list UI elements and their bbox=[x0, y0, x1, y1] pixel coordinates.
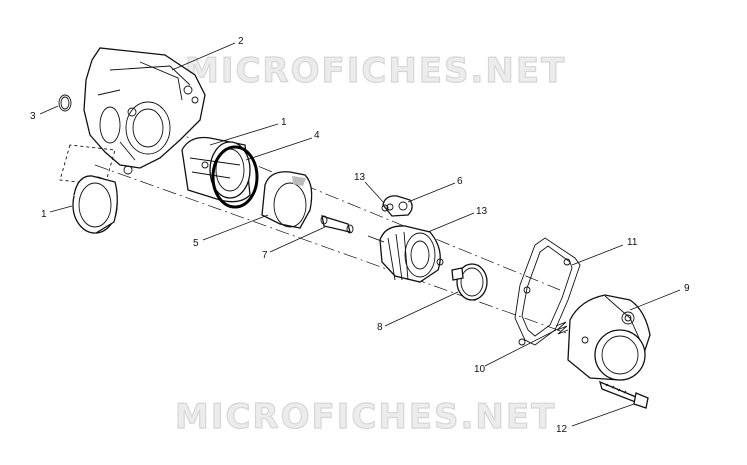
callout-1-cylinder: 1 bbox=[281, 117, 287, 128]
callout-10: 10 bbox=[474, 364, 486, 375]
actuator-assembly-part bbox=[367, 225, 444, 283]
callout-5: 5 bbox=[193, 238, 199, 249]
small-nut-part bbox=[381, 204, 389, 212]
end-cover-part bbox=[567, 294, 651, 381]
assembly-axis bbox=[94, 164, 601, 346]
spring-part bbox=[555, 321, 569, 335]
large-o-ring-part bbox=[211, 145, 259, 209]
callout-9: 9 bbox=[684, 283, 690, 294]
cap-construction-lines bbox=[59, 144, 116, 186]
pin-part bbox=[320, 215, 354, 234]
bolt-part bbox=[599, 380, 649, 409]
gasket-part bbox=[514, 237, 581, 346]
small-o-ring-part bbox=[58, 94, 72, 112]
callout-1-cap: 1 bbox=[41, 209, 47, 220]
callout-7: 7 bbox=[262, 250, 268, 261]
cap-part bbox=[72, 175, 118, 234]
watermark-top: MICROFICHES.NET bbox=[185, 51, 566, 91]
sleeve-ring-part bbox=[261, 171, 313, 229]
callout-8: 8 bbox=[377, 322, 383, 333]
callout-11: 11 bbox=[627, 237, 638, 248]
assembly-axis-secondary bbox=[169, 129, 561, 291]
washer-part bbox=[451, 263, 488, 301]
watermark-bottom: MICROFICHES.NET bbox=[175, 397, 556, 437]
callout-13-actuator: 13 bbox=[476, 206, 488, 217]
callout-3: 3 bbox=[30, 111, 36, 122]
callout-12: 12 bbox=[556, 424, 568, 435]
leader-lines bbox=[39, 42, 681, 427]
callout-6: 6 bbox=[457, 176, 463, 187]
callout-2: 2 bbox=[238, 36, 244, 47]
bracket-part bbox=[382, 195, 413, 217]
cylinder-part bbox=[181, 136, 251, 203]
housing-part bbox=[83, 47, 206, 175]
callout-13-nut: 13 bbox=[354, 172, 366, 183]
callout-4: 4 bbox=[314, 130, 320, 141]
